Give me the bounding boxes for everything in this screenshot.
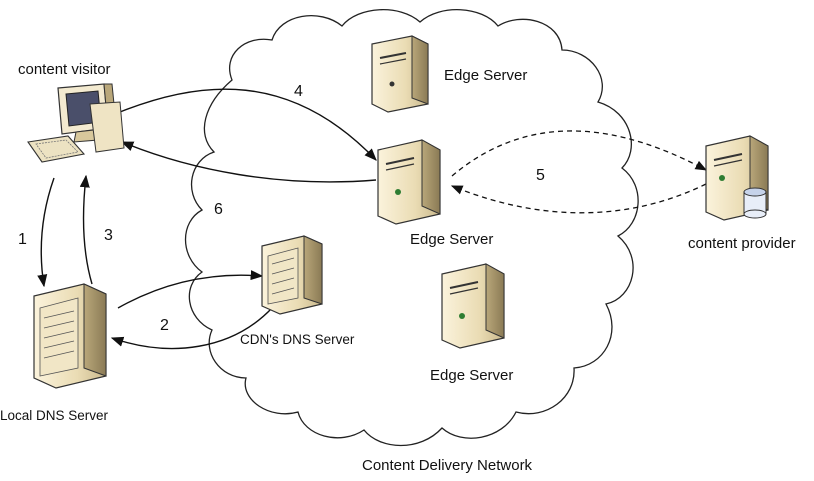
cdn-dns-server-label: CDN's DNS Server bbox=[240, 332, 355, 347]
arrow-step-2-request bbox=[117, 270, 264, 309]
arrow-step-6 bbox=[120, 141, 377, 183]
cdn-cloud bbox=[184, 9, 639, 447]
edge-server-mid-label: Edge Server bbox=[410, 231, 493, 248]
content-provider-label: content provider bbox=[688, 235, 796, 252]
edge-server-bottom-icon bbox=[441, 263, 505, 349]
step-3-label: 3 bbox=[104, 227, 113, 244]
step-1-label: 1 bbox=[18, 231, 27, 248]
arrow-step-5-request bbox=[451, 130, 708, 177]
step-2-label: 2 bbox=[160, 317, 169, 334]
local-dns-server-icon bbox=[33, 283, 107, 389]
content-visitor-label: content visitor bbox=[18, 61, 111, 78]
arrow-step-2-reply bbox=[110, 307, 273, 350]
arrow-step-1 bbox=[37, 177, 55, 288]
arrow-step-5-reply bbox=[450, 183, 707, 214]
cdn-dns-server-icon bbox=[261, 235, 323, 315]
step-4-label: 4 bbox=[294, 83, 303, 100]
edge-server-top-label: Edge Server bbox=[444, 67, 527, 84]
database-icon bbox=[743, 187, 767, 219]
step-5-label: 5 bbox=[536, 167, 545, 184]
step-6-label: 6 bbox=[214, 201, 223, 218]
local-dns-server-label: Local DNS Server bbox=[0, 408, 109, 423]
edge-server-mid-icon bbox=[377, 139, 441, 225]
computer-icon bbox=[27, 83, 125, 163]
edge-server-bottom-label: Edge Server bbox=[430, 367, 513, 384]
arrow-step-4 bbox=[119, 88, 377, 161]
edge-server-top-icon bbox=[371, 35, 429, 113]
network-label: Content Delivery Network bbox=[362, 457, 533, 474]
arrows bbox=[37, 88, 708, 350]
arrow-step-3 bbox=[79, 174, 93, 285]
